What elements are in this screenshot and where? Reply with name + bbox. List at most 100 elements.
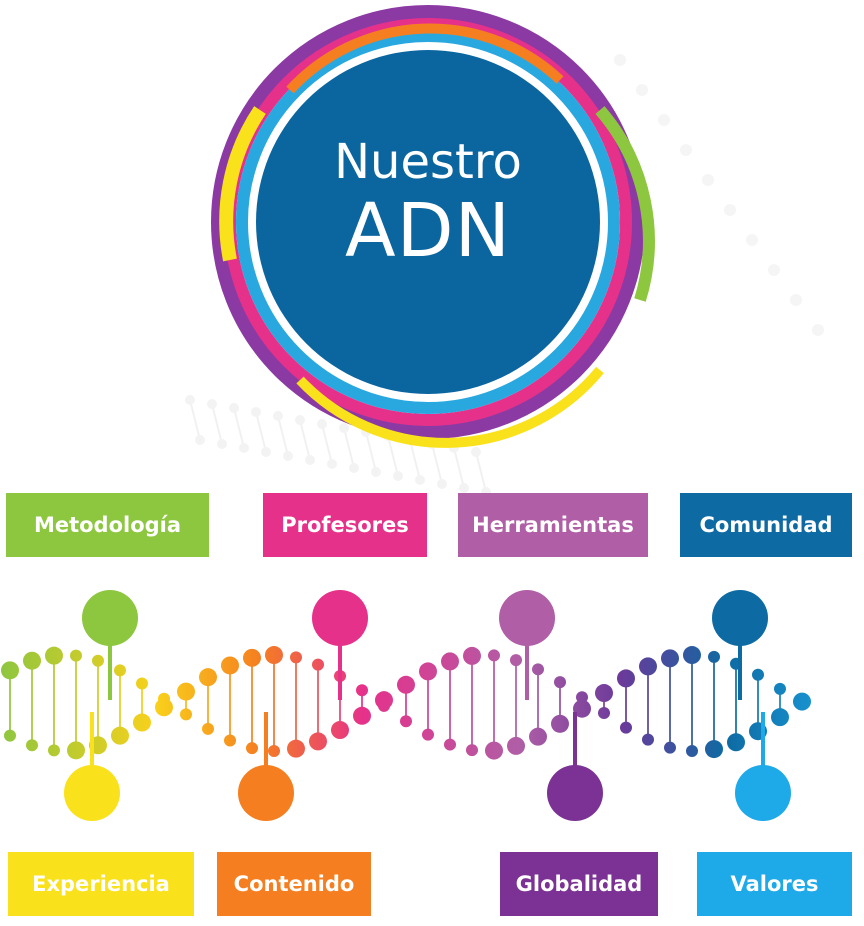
helix-node (661, 649, 679, 668)
helix-node (331, 721, 349, 740)
helix-node (23, 651, 41, 670)
bg-dot (273, 411, 283, 421)
helix-node (114, 664, 126, 677)
helix-node (708, 650, 720, 663)
helix-node (507, 736, 525, 755)
helix-node (573, 699, 591, 718)
ring-purple (211, 5, 645, 439)
hero-title: Nuestro ADN (258, 138, 598, 268)
bg-dot (229, 403, 239, 413)
helix-node (265, 646, 283, 665)
helix-node (92, 654, 104, 667)
bg-dot (415, 475, 425, 485)
bg-rung (321, 423, 333, 465)
bg-dot (614, 54, 626, 66)
hero-badge (211, 5, 655, 448)
ring-blue (236, 30, 620, 414)
hero-title-line2: ADN (345, 188, 511, 274)
helix-node (136, 677, 148, 690)
bg-rung (365, 431, 377, 473)
pin-head-contenido (238, 765, 294, 821)
bg-dot (305, 455, 315, 465)
helix-node (133, 713, 151, 732)
helix-node (312, 658, 324, 671)
helix-node (441, 652, 459, 671)
bg-dot (349, 463, 359, 473)
bg-dot (251, 407, 261, 417)
bg-dot (217, 439, 227, 449)
helix-node (419, 662, 437, 681)
bg-rung (431, 443, 443, 485)
bg-dot (658, 114, 670, 126)
helix-node (444, 738, 456, 751)
bg-dot (283, 451, 293, 461)
helix-node (463, 646, 481, 665)
helix-node (466, 744, 478, 757)
helix-node (485, 741, 503, 760)
label-metodologia: Metodología (6, 493, 209, 557)
helix-node (155, 698, 173, 717)
helix-node (639, 657, 657, 676)
helix-node (26, 739, 38, 752)
helix-node (595, 684, 613, 703)
helix-node (642, 733, 654, 746)
bg-dot (724, 204, 736, 216)
ring-orange-arc (286, 23, 564, 94)
bg-rung (277, 415, 289, 457)
pin-head-profesores (312, 590, 368, 646)
bg-dot (680, 144, 692, 156)
helix-node (664, 741, 676, 754)
bg-dot (317, 419, 327, 429)
helix-node (111, 726, 129, 745)
ring-yellow-bottom-arc (296, 366, 604, 448)
pin-head-valores (735, 765, 791, 821)
helix-node (287, 739, 305, 758)
bg-rung (255, 411, 267, 453)
bg-dot (207, 399, 217, 409)
helix-node (243, 648, 261, 667)
helix-node (177, 682, 195, 701)
label-globalidad: Globalidad (500, 852, 658, 916)
helix-node (48, 744, 60, 757)
label-comunidad: Comunidad (680, 493, 852, 557)
bg-dot (371, 467, 381, 477)
bg-dot (239, 443, 249, 453)
helix-node (705, 740, 723, 759)
bg-dot (459, 483, 469, 493)
bg-dot (393, 471, 403, 481)
pin-head-herramientas (499, 590, 555, 646)
pin-head-experiencia (64, 765, 120, 821)
hero-title-line1: Nuestro (334, 134, 522, 190)
helix-node (752, 668, 764, 681)
dna-helix (1, 646, 811, 760)
helix-node (771, 708, 789, 727)
helix-node (70, 649, 82, 662)
bg-dot (185, 395, 195, 405)
pin-head-comunidad (712, 590, 768, 646)
label-valores: Valores (697, 852, 852, 916)
bg-dot (295, 415, 305, 425)
helix-node (551, 714, 569, 733)
pin-head-globalidad (547, 765, 603, 821)
bg-dot (702, 174, 714, 186)
helix-node (422, 728, 434, 741)
bg-rung (189, 399, 201, 441)
helix-node (488, 649, 500, 662)
bg-rung (299, 419, 311, 461)
helix-node (683, 646, 701, 665)
bg-dot (327, 459, 337, 469)
helix-node (202, 722, 214, 735)
helix-node (620, 721, 632, 734)
helix-node (67, 741, 85, 760)
helix-node (221, 656, 239, 675)
dna-pins (64, 590, 791, 821)
bg-rung (211, 403, 223, 445)
helix-node (510, 654, 522, 667)
helix-node (727, 733, 745, 752)
helix-node (353, 706, 371, 725)
helix-node (45, 646, 63, 665)
helix-node (529, 727, 547, 746)
helix-node (686, 744, 698, 757)
label-experiencia: Experiencia (8, 852, 194, 916)
bg-rung (409, 439, 421, 481)
